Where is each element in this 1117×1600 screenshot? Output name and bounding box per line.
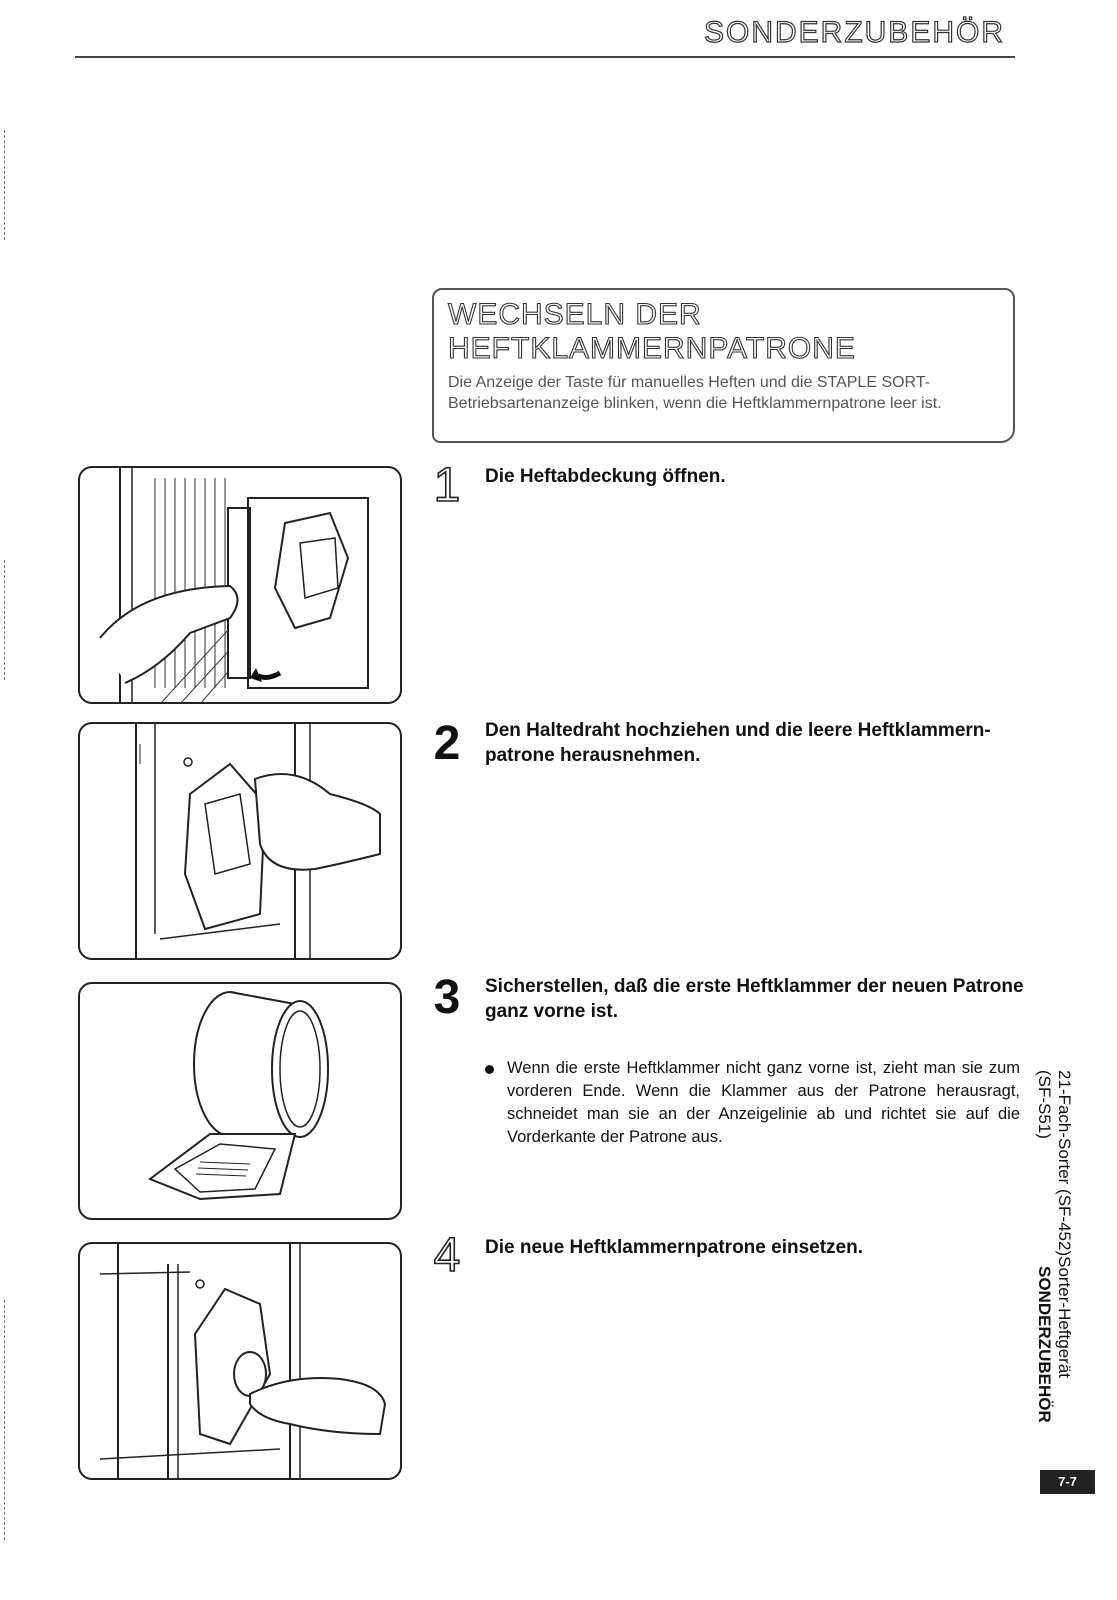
page-header-title: SONDERZUBEHÖR xyxy=(703,15,1005,49)
intro-title-line2: HEFTKLAMMERNPATRONE xyxy=(447,331,856,365)
intro-title-line1: WECHSELN DER xyxy=(447,297,702,331)
step-3-number: 3 xyxy=(433,971,461,1024)
illustration-insert-cartridge xyxy=(78,1242,402,1480)
step-1-number: 1 xyxy=(433,459,461,512)
side-label-section: SONDERZUBEHÖR xyxy=(1035,1266,1054,1423)
margin-mark xyxy=(4,560,5,680)
header-rule xyxy=(75,56,1015,58)
step-1-title: Die Heftabdeckung öffnen. xyxy=(485,466,726,487)
intro-box: WECHSELN DER HEFTKLAMMERNPATRONE Die Anz… xyxy=(432,288,1015,443)
illustration-open-cover xyxy=(78,466,402,704)
remove-cartridge-drawing xyxy=(135,724,381,958)
insert-cartridge-drawing xyxy=(99,1244,387,1478)
step-3-title: Sicherstellen, daß die erste Heftklammer… xyxy=(485,976,1024,1022)
side-labels: 21-Fach-Sorter (SF-452)Sorter-Heftgerät … xyxy=(1034,1070,1104,1423)
side-label-line1: 21-Fach-Sorter (SF-452) xyxy=(1055,1070,1074,1257)
step-2-title: Den Haltedraht hochziehen und die leere … xyxy=(485,720,991,766)
step-4-title: Die neue Heftklammernpatrone einsetzen. xyxy=(485,1237,863,1258)
open-cover-drawing xyxy=(99,468,369,702)
illustration-remove-cartridge xyxy=(78,722,402,960)
step-3-bullet: Wenn die erste Heftklammer nicht ganz vo… xyxy=(485,1057,1020,1149)
intro-text: Die Anzeige der Taste für manuelles Heft… xyxy=(448,374,942,412)
side-label-line2: Sorter-Heftgerät (SF-S51) xyxy=(1035,1070,1074,1379)
illustration-cartridge xyxy=(78,982,402,1220)
step-2-number: 2 xyxy=(433,717,461,770)
step-3-bullet-text: Wenn die erste Heftklammer nicht ganz vo… xyxy=(507,1059,1020,1146)
bullet-dot-icon xyxy=(485,1065,494,1074)
step-4-number: 4 xyxy=(433,1229,461,1282)
cartridge-drawing xyxy=(147,991,329,1201)
margin-mark xyxy=(4,130,5,240)
page-number-badge: 7-7 xyxy=(1040,1470,1095,1494)
side-label-models: 21-Fach-Sorter (SF-452)Sorter-Heftgerät … xyxy=(1034,1070,1074,1400)
margin-mark xyxy=(4,1300,5,1540)
